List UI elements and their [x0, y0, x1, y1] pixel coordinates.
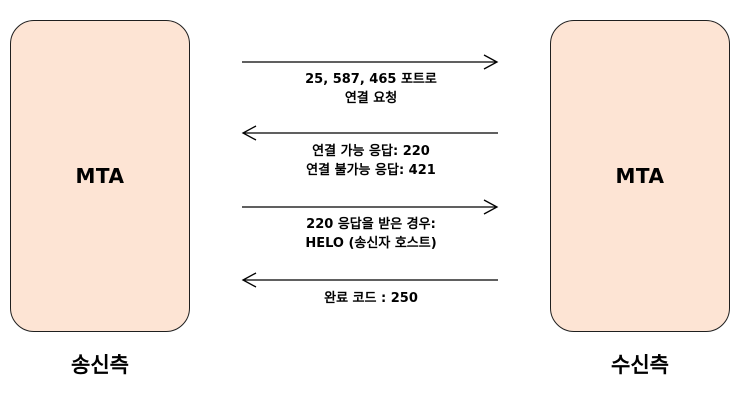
message-1-text: 25, 587, 465 포트로 연결 요청: [244, 70, 498, 108]
message-4-line-1: 완료 코드 : 250: [324, 291, 418, 306]
arrow-3-right: [242, 199, 499, 215]
message-4-text: 완료 코드 : 250: [244, 289, 498, 308]
sender-mta-box: MTA: [10, 20, 190, 332]
message-3-line-2: HELO (송신자 호스트): [305, 236, 437, 251]
message-1-line-1: 25, 587, 465 포트로: [305, 72, 437, 87]
receiver-caption: 수신측: [611, 353, 669, 377]
message-3-line-1: 220 응답을 받은 경우:: [306, 217, 436, 232]
message-1-line-2: 연결 요청: [344, 91, 398, 106]
receiver-mta-label: MTA: [615, 164, 665, 188]
arrow-4-left: [241, 272, 498, 288]
message-2-line-1: 연결 가능 응답: 220: [312, 144, 430, 159]
arrow-1-right: [242, 54, 499, 70]
message-3-text: 220 응답을 받은 경우: HELO (송신자 호스트): [244, 215, 498, 253]
sender-caption: 송신측: [71, 353, 129, 377]
message-2-text: 연결 가능 응답: 220 연결 불가능 응답: 421: [244, 142, 498, 180]
arrow-2-left: [241, 125, 498, 141]
sender-mta-label: MTA: [75, 164, 125, 188]
receiver-mta-box: MTA: [550, 20, 730, 332]
message-2-line-2: 연결 불가능 응답: 421: [306, 163, 436, 178]
